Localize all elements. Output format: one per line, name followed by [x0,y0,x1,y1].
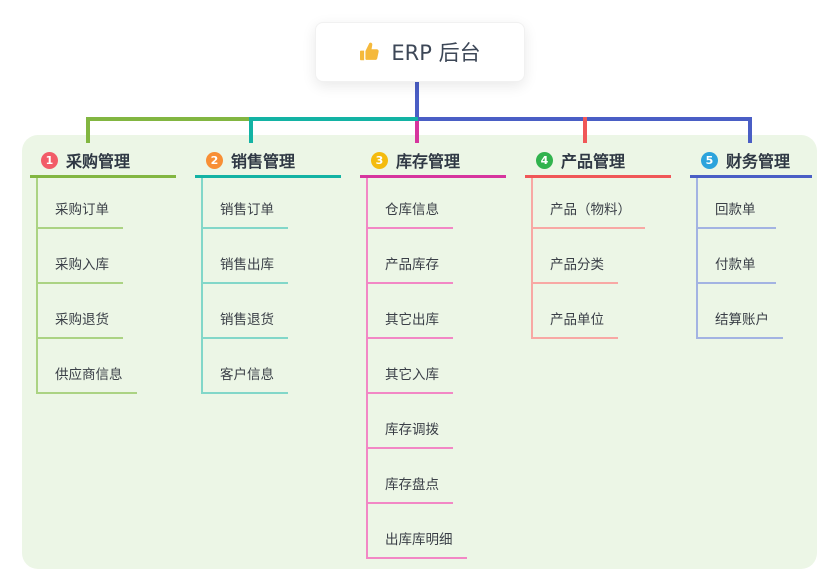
node-other-outbound[interactable]: 其它出库 [368,284,453,339]
branch-finance-node[interactable]: 5 财务管理 [690,145,839,175]
branch-inventory-label: 库存管理 [396,152,461,171]
branch-product: 4 产品管理 产品（物料） 产品分类 产品单位 [525,145,675,339]
drop-connector-sales [249,117,253,143]
node-sales-return[interactable]: 销售退货 [203,284,288,339]
branch-finance-items: 回款单 付款单 结算账户 [696,178,783,339]
node-product-material[interactable]: 产品（物料） [533,178,645,229]
drop-connector-inventory [415,121,419,143]
node-sales-outbound[interactable]: 销售出库 [203,229,288,284]
node-customer-info[interactable]: 客户信息 [203,339,288,394]
branch-sales-items: 销售订单 销售出库 销售退货 客户信息 [201,178,288,394]
branches-panel [22,135,817,569]
branch-product-underline [525,175,671,178]
node-receipt-bill[interactable]: 回款单 [698,178,776,229]
branch-inventory-underline [360,175,506,178]
branch-product-node[interactable]: 4 产品管理 [525,145,675,175]
node-other-inbound[interactable]: 其它入库 [368,339,453,394]
root-title: ERP 后台 [391,41,481,65]
drop-connector-finance [748,117,752,143]
node-settlement-account[interactable]: 结算账户 [698,284,783,339]
badge-5-icon: 5 [701,151,718,169]
node-purchase-order[interactable]: 采购订单 [38,178,123,229]
node-supplier-info[interactable]: 供应商信息 [38,339,137,394]
node-stock-detail[interactable]: 出库库明细 [368,504,467,559]
node-product-unit[interactable]: 产品单位 [533,284,618,339]
branch-sales: 2 销售管理 销售订单 销售出库 销售退货 客户信息 [195,145,345,394]
node-stock-transfer[interactable]: 库存调拨 [368,394,453,449]
badge-2-icon: 2 [206,151,223,169]
branch-purchase-node[interactable]: 1 采购管理 [30,145,180,175]
branch-inventory: 3 库存管理 仓库信息 产品库存 其它出库 其它入库 库存调拨 库存盘点 出库库… [360,145,510,559]
node-warehouse-info[interactable]: 仓库信息 [368,178,453,229]
drop-connector-product [583,117,587,143]
badge-4-icon: 4 [536,151,553,169]
branch-purchase-label: 采购管理 [66,152,131,171]
spine-connector-green [86,117,253,121]
root-node[interactable]: ERP 后台 [315,22,525,82]
spine-connector-teal [253,117,418,121]
branch-product-items: 产品（物料） 产品分类 产品单位 [531,178,645,339]
thumbs-up-icon [359,41,381,63]
branch-purchase-items: 采购订单 采购入库 采购退货 供应商信息 [36,178,137,394]
branch-purchase-underline [30,175,176,178]
node-product-stock[interactable]: 产品库存 [368,229,453,284]
branch-inventory-node[interactable]: 3 库存管理 [360,145,510,175]
branch-product-label: 产品管理 [561,152,626,171]
node-sales-order[interactable]: 销售订单 [203,178,288,229]
branch-finance-label: 财务管理 [726,152,791,171]
branch-inventory-items: 仓库信息 产品库存 其它出库 其它入库 库存调拨 库存盘点 出库库明细 [366,178,467,559]
root-stem-connector [415,82,419,117]
node-stock-taking[interactable]: 库存盘点 [368,449,453,504]
branch-purchase: 1 采购管理 采购订单 采购入库 采购退货 供应商信息 [30,145,180,394]
branch-sales-underline [195,175,341,178]
branch-finance: 5 财务管理 回款单 付款单 结算账户 [690,145,839,339]
node-purchase-return[interactable]: 采购退货 [38,284,123,339]
drop-connector-purchase [86,117,90,143]
badge-3-icon: 3 [371,151,388,169]
badge-1-icon: 1 [41,151,58,169]
branch-sales-label: 销售管理 [231,152,296,171]
branch-sales-node[interactable]: 2 销售管理 [195,145,345,175]
branch-finance-underline [690,175,812,178]
node-purchase-inbound[interactable]: 采购入库 [38,229,123,284]
node-product-category[interactable]: 产品分类 [533,229,618,284]
node-payment-bill[interactable]: 付款单 [698,229,776,284]
